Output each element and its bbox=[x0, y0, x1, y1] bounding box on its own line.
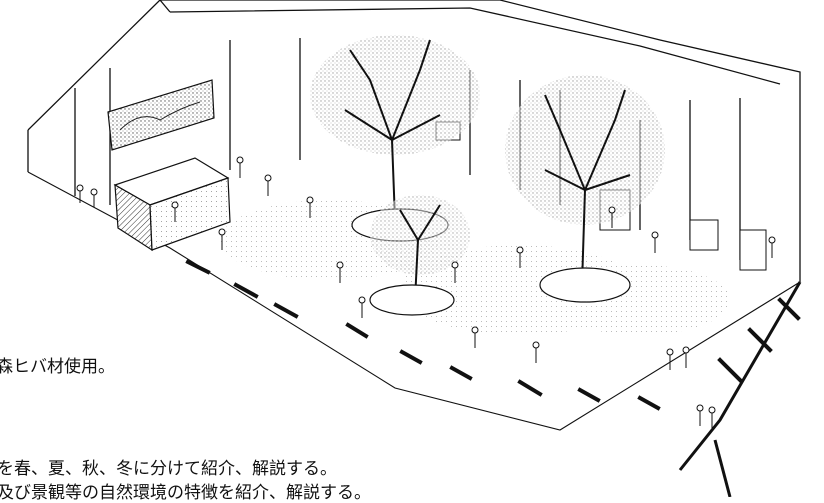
tree-center bbox=[369, 195, 470, 316]
caption-line-1: 森ヒバ材使用。 bbox=[0, 357, 115, 377]
foreground-wall-markers bbox=[185, 259, 801, 411]
reception-counter bbox=[113, 157, 231, 252]
caption-line-2: を春、夏、秋、冬に分けて紹介、解説する。 bbox=[0, 459, 337, 479]
foreground-edge bbox=[678, 281, 802, 497]
caption-line-3: 及び景観等の自然環境の特徴を紹介、解説する。 bbox=[0, 483, 371, 503]
visitor-figures bbox=[76, 156, 776, 428]
tree-right bbox=[505, 75, 665, 303]
wall-mural-panel bbox=[107, 79, 215, 151]
